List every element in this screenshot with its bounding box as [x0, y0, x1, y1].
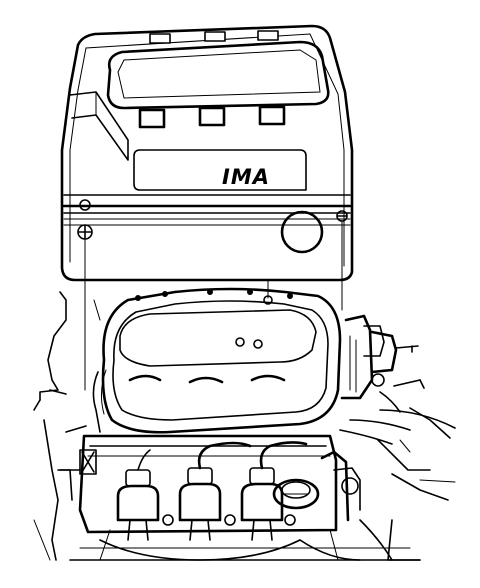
- engine-bay-outline: [33, 291, 451, 561]
- engine-assembly: [59, 287, 456, 561]
- engine-cover: IMA: [60, 24, 354, 282]
- cover-logo-text: IMA: [222, 165, 270, 189]
